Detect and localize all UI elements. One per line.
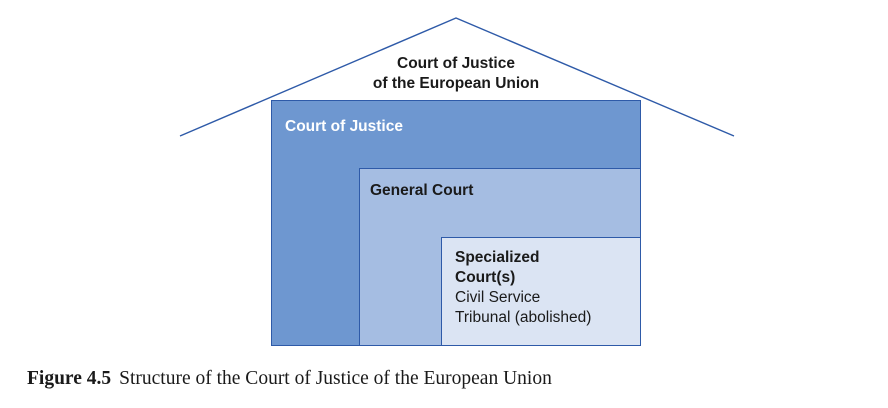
figure-caption: Figure 4.5 Structure of the Court of Just…	[27, 367, 552, 391]
specialized-courts-label-line2: Court(s)	[455, 269, 516, 286]
roof-title-line2: of the European Union	[372, 75, 540, 92]
roof-line	[179, 17, 735, 137]
general-court-label: General Court	[370, 182, 474, 199]
civil-service-tribunal-line1: Civil Service	[455, 289, 541, 306]
figure-number: Figure 4.5	[27, 368, 112, 389]
specialized-courts-box: Specialized Court(s) Civil Service Tribu…	[441, 237, 641, 346]
civil-service-tribunal-line2: Tribunal (abolished)	[455, 309, 592, 326]
roof-title: Court of Justice of the European Union	[330, 54, 582, 94]
figure-caption-text: Structure of the Court of Justice of the…	[119, 368, 552, 389]
specialized-courts-text: Specialized Court(s) Civil Service Tribu…	[455, 248, 591, 328]
court-of-justice-label: Court of Justice	[285, 118, 403, 135]
specialized-courts-label-line1: Specialized	[455, 249, 540, 266]
roof-title-line1: Court of Justice	[397, 55, 515, 72]
